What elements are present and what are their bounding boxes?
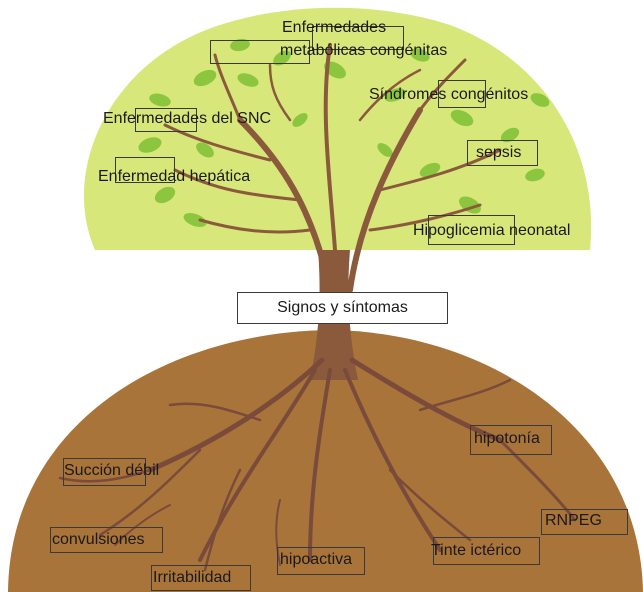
- label-metabolic-line2: metabólicas congénitas: [280, 42, 448, 59]
- label-cns: Enfermedades del SNC: [103, 110, 272, 127]
- box-hypoglycemia: [428, 215, 515, 245]
- label-hepatic: Enfermedad hepática: [98, 168, 251, 185]
- tree-canopy: [83, 7, 592, 250]
- box-metabolic: [210, 40, 310, 64]
- soil-mound: [8, 330, 643, 592]
- label-hypotonia: hipotonía: [474, 430, 540, 447]
- box-hypoactive: [277, 547, 365, 575]
- box-irritability: [151, 565, 251, 591]
- box-hypotonia: [470, 425, 552, 455]
- signs-symptoms-label: Signos y síntomas: [237, 292, 448, 324]
- label-hypoactive: hipoactiva: [280, 551, 353, 568]
- label-rnpeg: RNPEG: [545, 512, 602, 529]
- label-sepsis: sepsis: [476, 144, 522, 161]
- box-hepatic: [115, 157, 175, 183]
- box-rnpeg: [541, 509, 628, 535]
- box-weak-suck: [63, 458, 146, 486]
- branches: [163, 43, 502, 293]
- box-seizures: [50, 527, 163, 553]
- label-metabolic-line1: Enfermedades: [282, 19, 387, 36]
- box-jaundice: [433, 537, 540, 565]
- leaves: [138, 38, 550, 227]
- box-sepsis: [467, 140, 538, 166]
- box-metabolic-2: [312, 26, 404, 50]
- roots: [58, 357, 577, 572]
- label-irritability: Irritabilidad: [153, 569, 232, 586]
- label-syndromes: Síndromes congénitos: [369, 86, 529, 103]
- box-syndromes: [438, 80, 486, 108]
- label-hypoglycemia: Hipoglicemia neonatal: [413, 222, 571, 239]
- label-weak-suck: Succión débil: [64, 462, 160, 479]
- box-cns: [135, 108, 197, 132]
- label-jaundice: Tinte ictérico: [431, 542, 522, 559]
- label-seizures: convulsiones: [52, 531, 145, 548]
